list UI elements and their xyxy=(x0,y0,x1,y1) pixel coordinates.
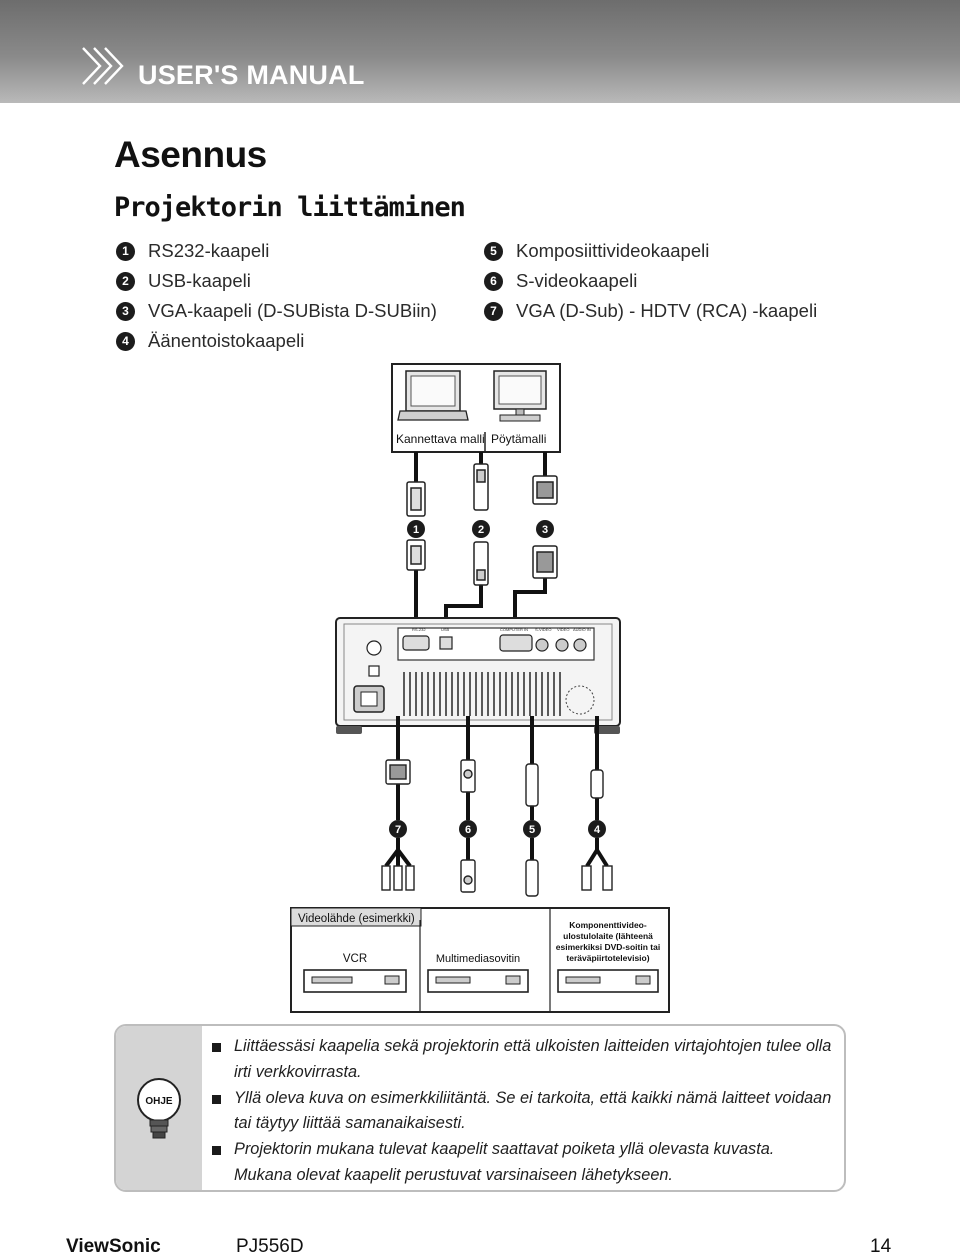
top-callouts: 1 2 3 xyxy=(407,520,554,538)
cable-list-right: 5 Komposiittivideokaapeli 6 S-videokaapeli… xyxy=(484,236,817,326)
list-item: 7 VGA (D-Sub) - HDTV (RCA) -kaapeli xyxy=(484,296,817,326)
number-badge: 2 xyxy=(116,271,135,291)
vga-rca-connector-icon xyxy=(381,759,415,891)
footer-model: PJ556D xyxy=(236,1236,304,1255)
page-title: Asennus xyxy=(114,134,267,175)
note-item: Liittäessäsi kaapelia sekä projektorin e… xyxy=(212,1034,832,1086)
projector-rear-panel: RS-232 USB COMPUTER IN S-VIDEO VIDEO AUD… xyxy=(335,617,621,734)
list-item: 1 RS232-kaapeli xyxy=(116,236,437,266)
cable-label: S-videokaapeli xyxy=(516,270,638,291)
callout-4: 4 xyxy=(594,824,601,836)
number-badge: 3 xyxy=(116,301,135,321)
callout-3: 3 xyxy=(542,524,548,536)
connection-diagram: Kannettava malli Pöytämalli 1 2 3 xyxy=(290,363,670,1013)
composite-connector-icon xyxy=(525,763,539,897)
bottom-cables xyxy=(384,716,609,868)
video-source-label: Videolähde (esimerkki) xyxy=(298,913,415,925)
computer-panel: Kannettava malli Pöytämalli xyxy=(391,363,561,453)
component-label-line-4: teräväpiirtotelevisio) xyxy=(566,953,649,963)
laptop-label: Kannettava malli xyxy=(396,432,485,446)
vcr-label: VCR xyxy=(343,953,367,965)
port-label-video: VIDEO xyxy=(557,627,569,632)
chevron-logo-icon xyxy=(82,47,124,85)
list-item: 5 Komposiittivideokaapeli xyxy=(484,236,817,266)
callout-7: 7 xyxy=(395,824,401,836)
desktop-monitor-icon xyxy=(493,370,547,422)
component-label-line-3: esimerkiksi DVD-soitin tai xyxy=(556,942,660,952)
lightbulb-icon: OHJE xyxy=(137,1078,181,1139)
list-item: 4 Äänentoistokaapeli xyxy=(116,326,437,356)
port-label-usb: USB xyxy=(441,627,450,632)
port-label-audio-in: AUDIO IN xyxy=(573,627,591,632)
component-label-line-2: ulostulolaite (lähteenä xyxy=(563,931,653,941)
number-badge: 1 xyxy=(116,241,135,261)
callout-1: 1 xyxy=(413,524,419,536)
desktop-label: Pöytämalli xyxy=(491,432,546,446)
rs232-connector-icon xyxy=(406,481,426,571)
bottom-callouts: 7 6 5 4 xyxy=(389,820,606,838)
video-source-panel: Videolähde (esimerkki) VCR Multimediasov… xyxy=(290,907,670,1013)
footer-brand: ViewSonic xyxy=(66,1236,161,1255)
note-list: Liittäessäsi kaapelia sekä projektorin e… xyxy=(212,1034,832,1189)
vga-connector-icon xyxy=(532,475,558,579)
header-bar: USER'S MANUAL xyxy=(0,0,960,103)
section-title: Projektorin liittäminen xyxy=(114,192,466,223)
laptop-icon xyxy=(397,370,469,421)
cable-label: Komposiittivideokaapeli xyxy=(516,240,710,261)
usb-connector-icon xyxy=(473,463,489,586)
number-badge: 4 xyxy=(116,331,135,351)
port-label-svideo: S-VIDEO xyxy=(535,627,551,632)
list-item: 2 USB-kaapeli xyxy=(116,266,437,296)
cable-list-left: 1 RS232-kaapeli 2 USB-kaapeli 3 VGA-kaapeli… xyxy=(116,236,437,356)
component-label-line-1: Komponenttivideo- xyxy=(569,920,647,930)
note-item: Yllä oleva kuva on esimerkkiliitäntä. Se… xyxy=(212,1086,832,1138)
port-label-computer-in: COMPUTER IN xyxy=(500,627,528,632)
number-badge: 6 xyxy=(484,271,503,291)
top-cables xyxy=(414,452,547,628)
list-item: 6 S-videokaapeli xyxy=(484,266,817,296)
cable-label: Äänentoistokaapeli xyxy=(148,330,305,351)
note-box: OHJE Liittäessäsi kaapelia sekä projekto… xyxy=(114,1024,846,1192)
media-player-icon xyxy=(427,969,529,993)
media-player-label: Multimediasovitin xyxy=(436,953,520,965)
cable-label: RS232-kaapeli xyxy=(148,240,270,261)
list-item: 3 VGA-kaapeli (D-SUBista D-SUBiin) xyxy=(116,296,437,326)
callout-2: 2 xyxy=(478,524,484,536)
cable-label: VGA (D-Sub) - HDTV (RCA) -kaapeli xyxy=(516,300,818,321)
callout-5: 5 xyxy=(529,824,535,836)
number-badge: 5 xyxy=(484,241,503,261)
vcr-icon xyxy=(303,969,407,993)
audio-connector-icon xyxy=(581,769,613,891)
page-number: 14 xyxy=(870,1236,892,1255)
dvd-player-icon xyxy=(557,969,659,993)
note-badge-label: OHJE xyxy=(145,1096,173,1107)
cable-label: VGA-kaapeli (D-SUBista D-SUBiin) xyxy=(148,300,437,321)
note-sidebar: OHJE xyxy=(116,1026,202,1190)
note-item: Projektorin mukana tulevat kaapelit saat… xyxy=(212,1137,832,1189)
cable-label: USB-kaapeli xyxy=(148,270,251,291)
svideo-connector-icon xyxy=(460,759,476,893)
port-label-rs232: RS-232 xyxy=(412,627,426,632)
number-badge: 7 xyxy=(484,301,503,321)
callout-6: 6 xyxy=(465,824,471,836)
manual-title: USER'S MANUAL xyxy=(138,60,365,90)
vent-grill xyxy=(403,672,561,716)
